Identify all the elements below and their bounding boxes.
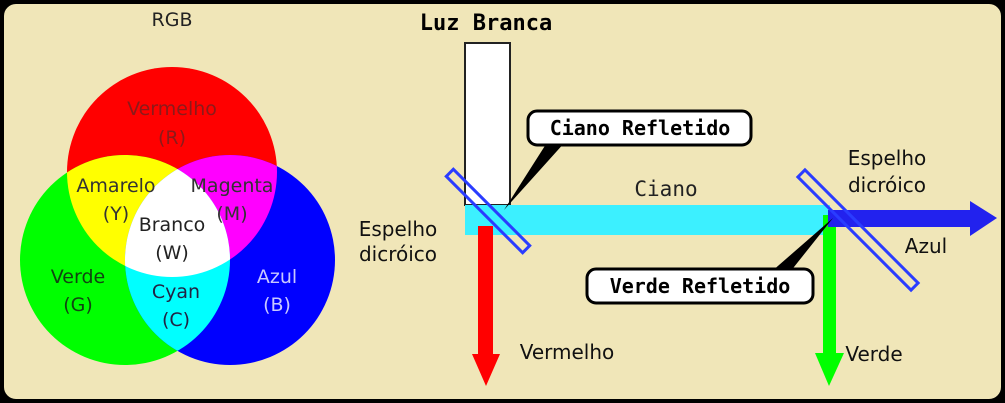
yellow-code: (Y) bbox=[103, 203, 129, 225]
green-reflected-label: Verde Refletido bbox=[610, 274, 791, 298]
white-code: (W) bbox=[155, 242, 189, 264]
blue-code: (B) bbox=[263, 294, 291, 316]
cyan-beam-label: Ciano bbox=[634, 177, 697, 201]
red-code: (R) bbox=[158, 127, 186, 149]
green-out-label: Verde bbox=[845, 342, 902, 366]
cyan-code: (C) bbox=[162, 309, 190, 331]
rgb-venn bbox=[20, 67, 335, 365]
cyan-reflected-label: Ciano Refletido bbox=[550, 116, 731, 140]
left-mirror-label-2: dicróico bbox=[359, 242, 437, 266]
yellow-label: Amarelo bbox=[76, 175, 155, 197]
white-light-label: Luz Branca bbox=[420, 11, 552, 36]
green-arrow bbox=[815, 215, 844, 386]
magenta-label: Magenta bbox=[191, 175, 274, 197]
green-reflected-callout: Verde Refletido bbox=[585, 218, 833, 305]
red-arrow bbox=[472, 226, 500, 386]
green-code: (G) bbox=[63, 294, 93, 316]
red-out-label: Vermelho bbox=[520, 340, 615, 364]
cyan-label: Cyan bbox=[152, 281, 200, 303]
white-label: Branco bbox=[139, 214, 206, 236]
venn-title: RGB bbox=[152, 9, 193, 31]
white-light-beam bbox=[464, 42, 511, 206]
left-dichroic-mirror bbox=[444, 167, 532, 255]
cyan-reflected-callout: Ciano Refletido bbox=[504, 109, 753, 210]
cyan-beam bbox=[465, 205, 830, 235]
red-label: Vermelho bbox=[127, 98, 217, 120]
magenta-code: (M) bbox=[216, 203, 247, 225]
left-mirror-label-1: Espelho bbox=[359, 217, 438, 241]
white-overlap bbox=[125, 155, 230, 277]
blue-label: Azul bbox=[257, 266, 297, 288]
right-dichroic-mirror bbox=[795, 167, 921, 293]
right-mirror-label-2: dicróico bbox=[848, 173, 926, 197]
blue-arrow bbox=[828, 201, 997, 236]
right-mirror-label-1: Espelho bbox=[848, 146, 927, 170]
green-label: Verde bbox=[51, 266, 105, 288]
blue-out-label: Azul bbox=[905, 234, 947, 258]
